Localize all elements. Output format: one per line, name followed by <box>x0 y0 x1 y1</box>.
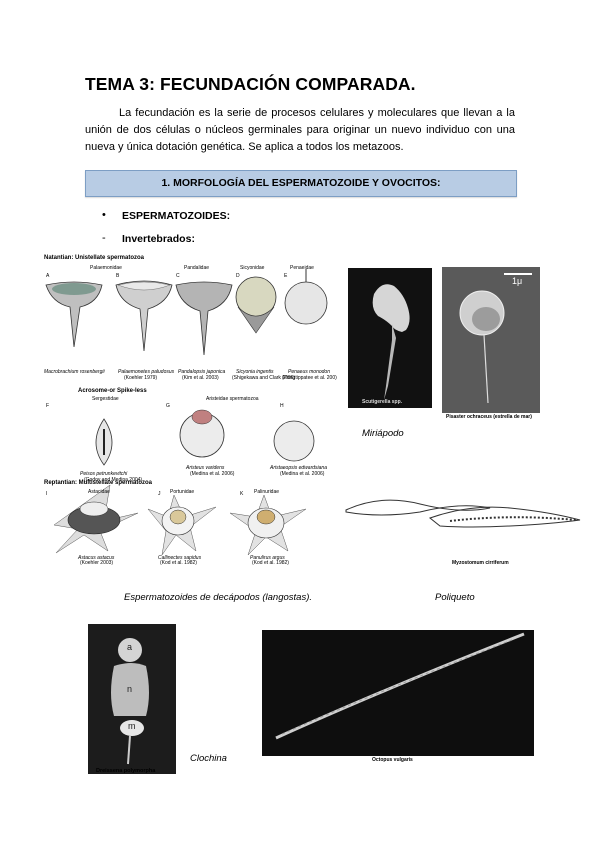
ref-j: (Kod et al. 1982) <box>160 560 197 566</box>
sub-label-invertebrados: Invertebrados: <box>122 233 195 245</box>
intro-paragraph: La fecundación es la serie de procesos c… <box>85 107 515 153</box>
myzostomum-image <box>345 499 581 528</box>
scutigerella-image <box>348 268 432 408</box>
dreissena-label: Dreissena polymorpha <box>96 768 156 774</box>
ref-c: (Kim et al. 2003) <box>182 375 219 381</box>
species-f: Peisos petrunkevitchi <box>80 471 128 477</box>
caption-decapodos: Espermatozoides de decápodos (langostas)… <box>124 592 313 603</box>
ref-k: (Kod et al. 1982) <box>252 560 289 566</box>
octopus-image <box>262 630 534 756</box>
species-b: Palaemonetes paludosus <box>118 369 175 375</box>
species-k: Panulirus argus <box>250 555 285 561</box>
letter-b: B <box>116 273 120 279</box>
species-a: Macrobrachium rosenbergii <box>44 369 105 375</box>
scutigerella-label: Scutigerella spp. <box>362 399 403 405</box>
dreissena-photo: a n m Dreissena polymorpha <box>88 624 176 774</box>
letter-a: A <box>46 273 50 279</box>
sperm-i-drawing <box>53 484 139 554</box>
family-label-a: Palaemonidae <box>90 265 122 271</box>
letter-g: G <box>166 403 170 409</box>
pisaster-image <box>442 267 540 413</box>
ref-e: (Pongtippatee et al. 200) <box>282 375 337 381</box>
family-label-i: Astacidae <box>88 489 110 495</box>
caption-clochina: Clochina <box>190 753 227 764</box>
family-label-f: Sergestidae <box>92 396 119 402</box>
letter-c: C <box>176 273 180 279</box>
caption-poliqueto: Poliqueto <box>435 592 475 603</box>
pisaster-photo: 1μ Pisaster ochraceus (estrella de mar) <box>442 267 540 420</box>
scale-bar-label: 1μ <box>512 276 523 286</box>
group2-title: Acrosome-or Spike-less <box>78 388 147 394</box>
letter-h: H <box>280 403 284 409</box>
sperm-d-drawing <box>235 276 277 334</box>
pisaster-label: Pisaster ochraceus (estrella de mar) <box>446 414 532 420</box>
letter-j: J <box>158 491 161 497</box>
species-c: Pandalopsis japonica <box>178 369 226 375</box>
species-h: Aristaeopsis edwardsiana <box>270 465 327 471</box>
letter-i: I <box>46 491 48 497</box>
ref-d: (Shigekawa and Clark 1986) <box>232 375 296 381</box>
sperm-j-drawing <box>147 494 217 556</box>
sperm-h-drawing <box>273 420 315 462</box>
species-e: Penaeus monodon <box>288 369 330 375</box>
species-d: Sicyonia ingentis <box>236 369 274 375</box>
letter-k: K <box>240 491 244 497</box>
dreissena-image <box>88 624 176 774</box>
family-label-e: Penaeidae <box>290 265 314 271</box>
family-label-c: Pandalidae <box>184 265 210 271</box>
sperm-k-drawing <box>229 494 307 556</box>
label-a: a <box>127 642 133 652</box>
ref-i: (Koehler 2003) <box>80 560 114 566</box>
ref-h: (Medina et al. 2006) <box>280 471 325 477</box>
family-label-k: Palinuridae <box>254 489 280 495</box>
species-i: Astacus astacus <box>78 555 115 561</box>
sperm-f-drawing <box>95 418 113 466</box>
sperm-a-drawing <box>45 281 103 348</box>
sperm-b-drawing <box>115 280 173 352</box>
octopus-label: Octopus vulgaris <box>372 757 413 763</box>
label-m: m <box>128 721 136 731</box>
dash-marker: - <box>102 232 106 244</box>
ref-f: (Godoy and Medina 2004) <box>84 477 143 483</box>
family-label-d: Sicyonidae <box>240 265 265 271</box>
bullet-label-espermatozoides: ESPERMATOZOIDES: <box>122 210 231 222</box>
section-heading: 1. MORFOLOGÍA DEL ESPERMATOZOIDE Y OVOCI… <box>85 170 517 197</box>
species-j: Callinectes sapidus <box>158 555 202 561</box>
myzostomum-label: Myzostomum cirriferum <box>452 560 509 566</box>
sperm-g-drawing <box>179 409 225 458</box>
decapod-sperm-figure: Natantian: Unistellate spermatozoa Palae… <box>44 255 337 567</box>
letter-e: E <box>284 273 288 279</box>
caption-miriapodo: Miriápodo <box>362 428 404 439</box>
letter-d: D <box>236 273 240 279</box>
sperm-c-drawing <box>175 281 233 356</box>
family-label-g: Aristeidae spermatozoa <box>206 396 259 402</box>
group1-title: Natantian: Unistellate spermatozoa <box>44 255 145 261</box>
ref-b: (Koehler 1979) <box>124 375 158 381</box>
scutigerella-photo: Scutigerella spp. <box>348 268 432 408</box>
bullet-marker: • <box>102 209 106 221</box>
group3-title: Reptantian: Multistellate spermatozoa <box>44 480 153 486</box>
family-label-j: Portunidae <box>170 489 195 495</box>
sperm-e-drawing <box>284 269 328 325</box>
ref-g: (Medina et al. 2006) <box>190 471 235 477</box>
letter-f: F <box>46 403 50 409</box>
decapod-drawings <box>45 269 328 556</box>
myzostomum-drawing: Myzostomum cirriferum <box>340 490 590 566</box>
page-title: TEMA 3: FECUNDACIÓN COMPARADA. <box>85 74 416 94</box>
octopus-photo: Octopus vulgaris <box>262 630 534 763</box>
species-g: Aristeus varidens <box>186 465 225 471</box>
label-n: n <box>127 684 133 694</box>
